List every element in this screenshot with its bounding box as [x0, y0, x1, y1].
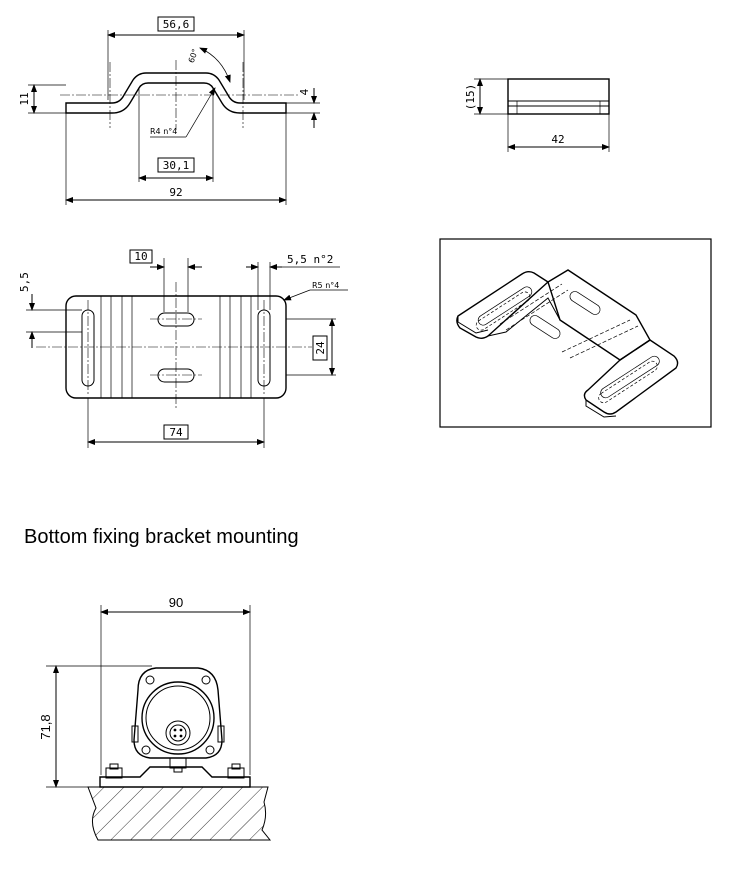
caption: Bottom fixing bracket mounting — [24, 526, 299, 548]
dim-top-box — [157, 16, 195, 32]
dim-end-height: (15) — [464, 84, 477, 111]
dim-height-box — [312, 335, 328, 361]
side-view: 56,6 60° 11 4 R4 n°4 30,1 92 — [18, 16, 320, 205]
dim-top: 56,6 — [163, 18, 190, 31]
dim-left: 11 — [18, 92, 31, 105]
mount-view: 90 71,8 — [38, 595, 272, 841]
dim-end-width: 42 — [551, 133, 564, 146]
dim-slot: 10 — [134, 250, 147, 263]
dim-top-height: 24 — [314, 341, 327, 355]
isometric-view — [439, 238, 712, 428]
dim-span: 74 — [169, 426, 183, 439]
dim-slot-box — [129, 249, 153, 264]
dim-angle: 60° — [187, 48, 200, 64]
dim-total: 92 — [169, 186, 182, 199]
dim-hole: 5,5 n°2 — [287, 253, 333, 266]
dim-mount-width: 90 — [169, 595, 183, 610]
dim-top-radius: R5 n°4 — [312, 281, 339, 290]
dim-inner: 30,1 — [163, 159, 190, 172]
end-view: (15) 42 — [464, 78, 610, 152]
top-view: 10 5,5 n°2 R5 n°4 5,5 24 74 — [18, 249, 348, 448]
dim-edge: 5,5 — [18, 272, 31, 292]
dim-radius: R4 n°4 — [150, 127, 177, 136]
dim-right: 4 — [298, 88, 311, 95]
dim-mount-height: 71,8 — [38, 714, 53, 739]
dim-inner-box — [157, 157, 195, 173]
dim-span-box — [163, 424, 189, 440]
